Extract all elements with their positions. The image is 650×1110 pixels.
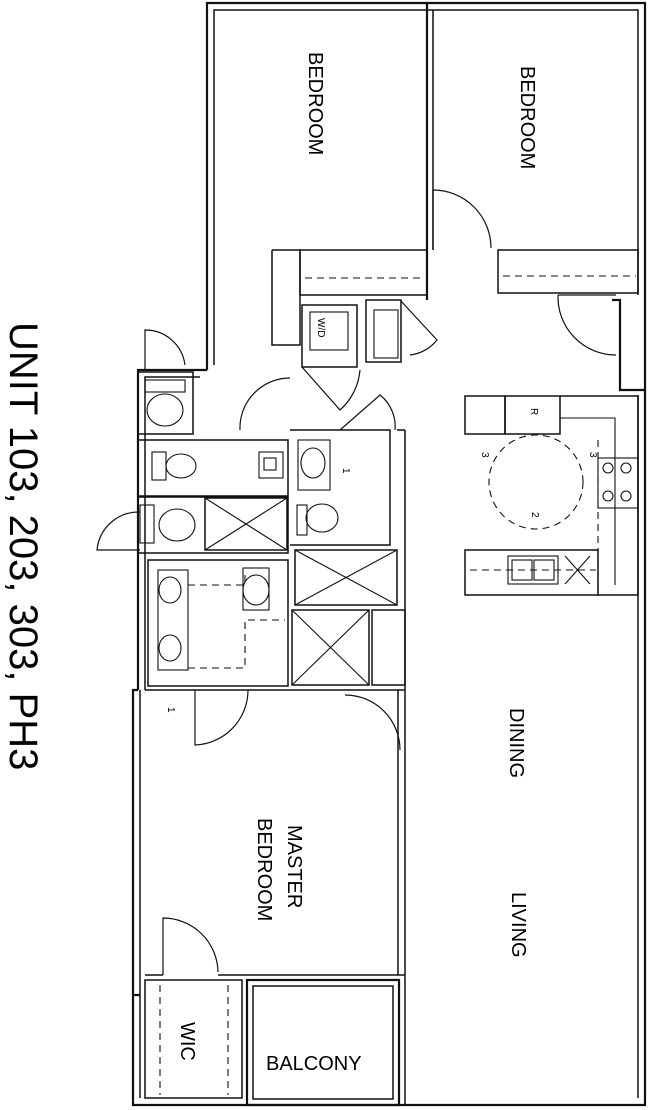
left-bathrooms [96,329,289,687]
living-label: LIVING [507,892,529,958]
master-label-line2: BEDROOM [253,818,275,921]
bedroom-doors [432,189,617,356]
marker-2: 2 [529,512,540,518]
marker-1-master: 1 [165,707,176,713]
washer-dryer-label: W/D [315,318,326,337]
master-bedroom: 1 [145,689,406,976]
bedroom-closets [271,249,639,346]
laundry: W/D [301,299,438,411]
kitchen: R 3 3 2 [464,395,639,596]
balcony-label: BALCONY [266,1053,362,1075]
bedroom-2-label: BEDROOM [516,66,538,169]
bedroom-1-label: BEDROOM [304,52,326,155]
marker-3-left: 3 [479,452,490,458]
center-bath: 1 [239,377,406,690]
fridge-label: R [528,408,539,415]
unit-title: UNIT 103, 203, 303, PH3 [1,322,45,770]
marker-1-center: 1 [340,468,351,474]
balcony [245,978,401,1107]
walk-in-closet [144,979,243,1099]
wic-label: WIC [176,1022,198,1061]
master-label-line1: MASTER [283,825,305,908]
dining-label: DINING [505,708,527,778]
marker-3-right: 3 [587,452,598,458]
